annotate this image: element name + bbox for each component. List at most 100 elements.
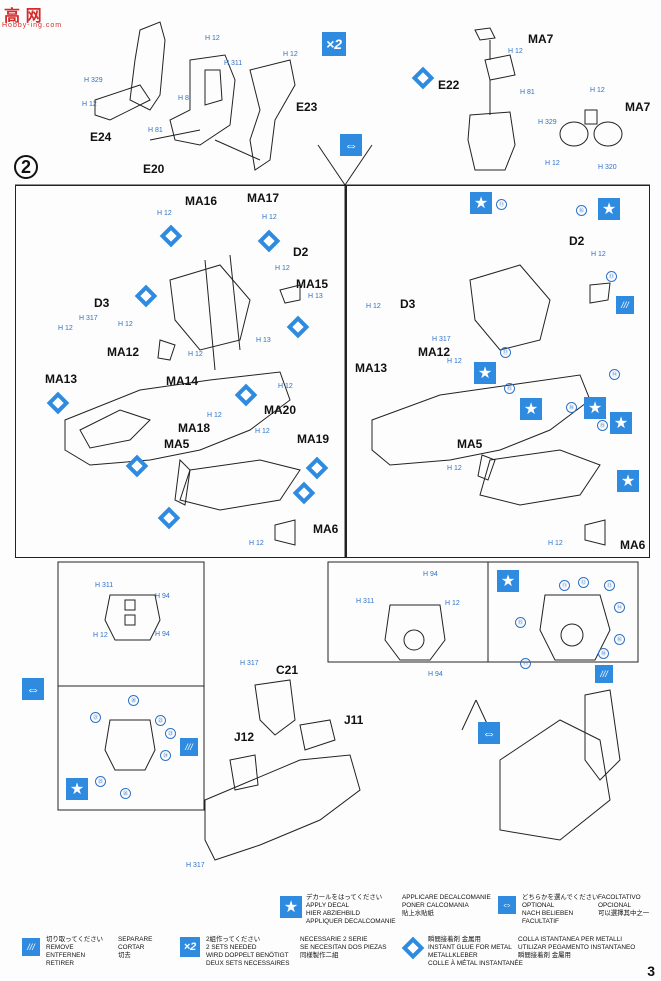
part-label-e20: E20 — [143, 162, 165, 176]
paint-code: H 13 — [308, 293, 323, 300]
decal-star-icon: ★ — [497, 570, 519, 592]
part-label-e23: E23 — [296, 100, 318, 114]
part-label-ma6-alt: MA6 — [620, 538, 646, 552]
part-label-ma7-right: MA7 — [625, 100, 651, 114]
paint-code: H 12 — [548, 540, 563, 547]
decal-number: ㉕ — [95, 776, 106, 787]
paint-code: H 94 — [428, 671, 443, 678]
decal-number: ⑱ — [598, 648, 609, 659]
decal-number: ⑮ — [515, 617, 526, 628]
paint-code: H 12 — [447, 358, 462, 365]
paint-code: H 12 — [93, 632, 108, 639]
decal-star-icon: ★ — [470, 192, 492, 214]
part-c21-sketch — [254, 679, 296, 736]
decal-number: ⑭ — [614, 602, 625, 613]
decal-star-icon: ★ — [520, 398, 542, 420]
decal-diamond-icon — [235, 384, 257, 406]
paint-code: H 311 — [95, 582, 114, 589]
optional-swap-icon: ⇔ — [22, 678, 44, 700]
decal-star-icon: ★ — [598, 198, 620, 220]
paint-code: H 320 — [598, 164, 617, 171]
part-e23-sketch — [249, 59, 296, 171]
swap-arrows-icon: ⇔ — [478, 722, 500, 744]
part-label-ma5: MA5 — [164, 437, 190, 451]
swap-arrows-icon: ⇔ — [340, 134, 362, 156]
legend-optional-icon: ⇔ — [498, 896, 516, 914]
step-number: 2 — [14, 155, 38, 179]
part-label-d3: D3 — [94, 296, 110, 310]
part-label-ma7-top: MA7 — [528, 32, 554, 46]
paint-code: H 12 — [207, 412, 222, 419]
instrument-panel-b — [104, 719, 156, 771]
paint-code: H 12 — [545, 160, 560, 167]
instant-glue-icon: /// — [180, 738, 198, 756]
legend-remove-2: SEPARARE CORTAR 切去 — [118, 936, 153, 959]
decal-number: ⑰ — [520, 658, 531, 669]
instant-glue-icon: /// — [616, 296, 634, 314]
paint-code: H 12 — [157, 210, 172, 217]
watermark-subtext: Hobby-ing.com — [2, 22, 63, 29]
paint-code: H 12 — [118, 321, 133, 328]
decal-diamond-icon — [135, 285, 157, 307]
watermark-text: 高 网 — [4, 6, 42, 25]
paint-code: H 12 — [590, 87, 605, 94]
paint-code: H 81 — [148, 127, 163, 134]
paint-code: H 12 — [255, 428, 270, 435]
paint-code: H 94 — [423, 571, 438, 578]
part-label-d3-alt: D3 — [400, 297, 416, 311]
paint-code: H 12 — [283, 51, 298, 58]
paint-code: H 12 — [205, 35, 220, 42]
part-label-ma12-alt: MA12 — [418, 345, 451, 359]
paint-code: H 12 — [249, 540, 264, 547]
legend-remove-icon: /// — [22, 938, 40, 956]
part-label-d2-alt: D2 — [569, 234, 585, 248]
paint-code: H 94 — [155, 593, 170, 600]
paint-code: H 12 — [58, 325, 73, 332]
legend-apply-decal-2: APPLICARE DECALCOMANIE PONER CALCOMANIA … — [402, 894, 491, 917]
decal-number: ⑱ — [566, 402, 577, 413]
decal-diamond-icon — [160, 225, 182, 247]
legend-instant-glue-2: COLLA ISTANTANEA PER METALLI UTILIZAR PE… — [518, 936, 636, 959]
decal-number: ⑰ — [500, 347, 511, 358]
instant-glue-icon: /// — [595, 665, 613, 683]
part-label-e22: E22 — [438, 78, 460, 92]
legend-remove: 切り取ってください REMOVE ENTFERNEN RETIRER — [46, 936, 104, 967]
decal-number: ⑮ — [504, 383, 515, 394]
legend-optional: どちらかを選んでください OPTIONAL NACH BELIEBEN FACU… — [522, 894, 599, 925]
part-label-e24: E24 — [90, 130, 112, 144]
decal-number: ⑳ — [128, 695, 139, 706]
decal-star-icon: ★ — [610, 412, 632, 434]
decal-diamond-icon — [306, 457, 328, 479]
part-label-ma15: MA15 — [296, 277, 329, 291]
paint-code: H 329 — [84, 77, 103, 84]
paint-code: H 12 — [262, 214, 277, 221]
part-e20-sketch — [169, 54, 236, 146]
decal-diamond-icon — [47, 392, 69, 414]
decal-diamond-icon — [287, 316, 309, 338]
paint-code: H 12 — [508, 48, 523, 55]
part-ma7-lens-r — [593, 121, 623, 147]
paint-code: H 12 — [366, 303, 381, 310]
part-j12-sketch — [229, 754, 259, 791]
part-label-j11: J11 — [344, 713, 364, 727]
decal-number: ⑭ — [609, 369, 620, 380]
decal-number: ⑬ — [606, 271, 617, 282]
part-e22-sketch — [484, 54, 516, 81]
decal-number: ⑯ — [576, 205, 587, 216]
left-cockpit-tub — [64, 371, 291, 466]
paint-code: H 317 — [79, 315, 98, 322]
paint-code: H 329 — [538, 119, 557, 126]
legend-apply-decal: デカールをはってください APPLY DECAL HIER ABZIEHBILD… — [306, 894, 396, 925]
paint-code: H 311 — [356, 598, 375, 605]
legend-two-sets: 2組作ってください 2 SETS NEEDED WIRD DOPPELT BEN… — [206, 936, 290, 967]
part-label-j12: J12 — [234, 730, 255, 744]
decal-diamond-icon — [258, 230, 280, 252]
decal-number: ⑪ — [559, 580, 570, 591]
decal-number: ⑲ — [597, 420, 608, 431]
paint-code: H 12 — [445, 600, 460, 607]
decal-number: ⑫ — [578, 577, 589, 588]
left-assembly-panel — [15, 185, 346, 558]
decal-diamond-icon — [158, 507, 180, 529]
legend-optional-2: FACOLTATIVO OPCIONAL 可以選擇其中之一 — [598, 894, 650, 917]
